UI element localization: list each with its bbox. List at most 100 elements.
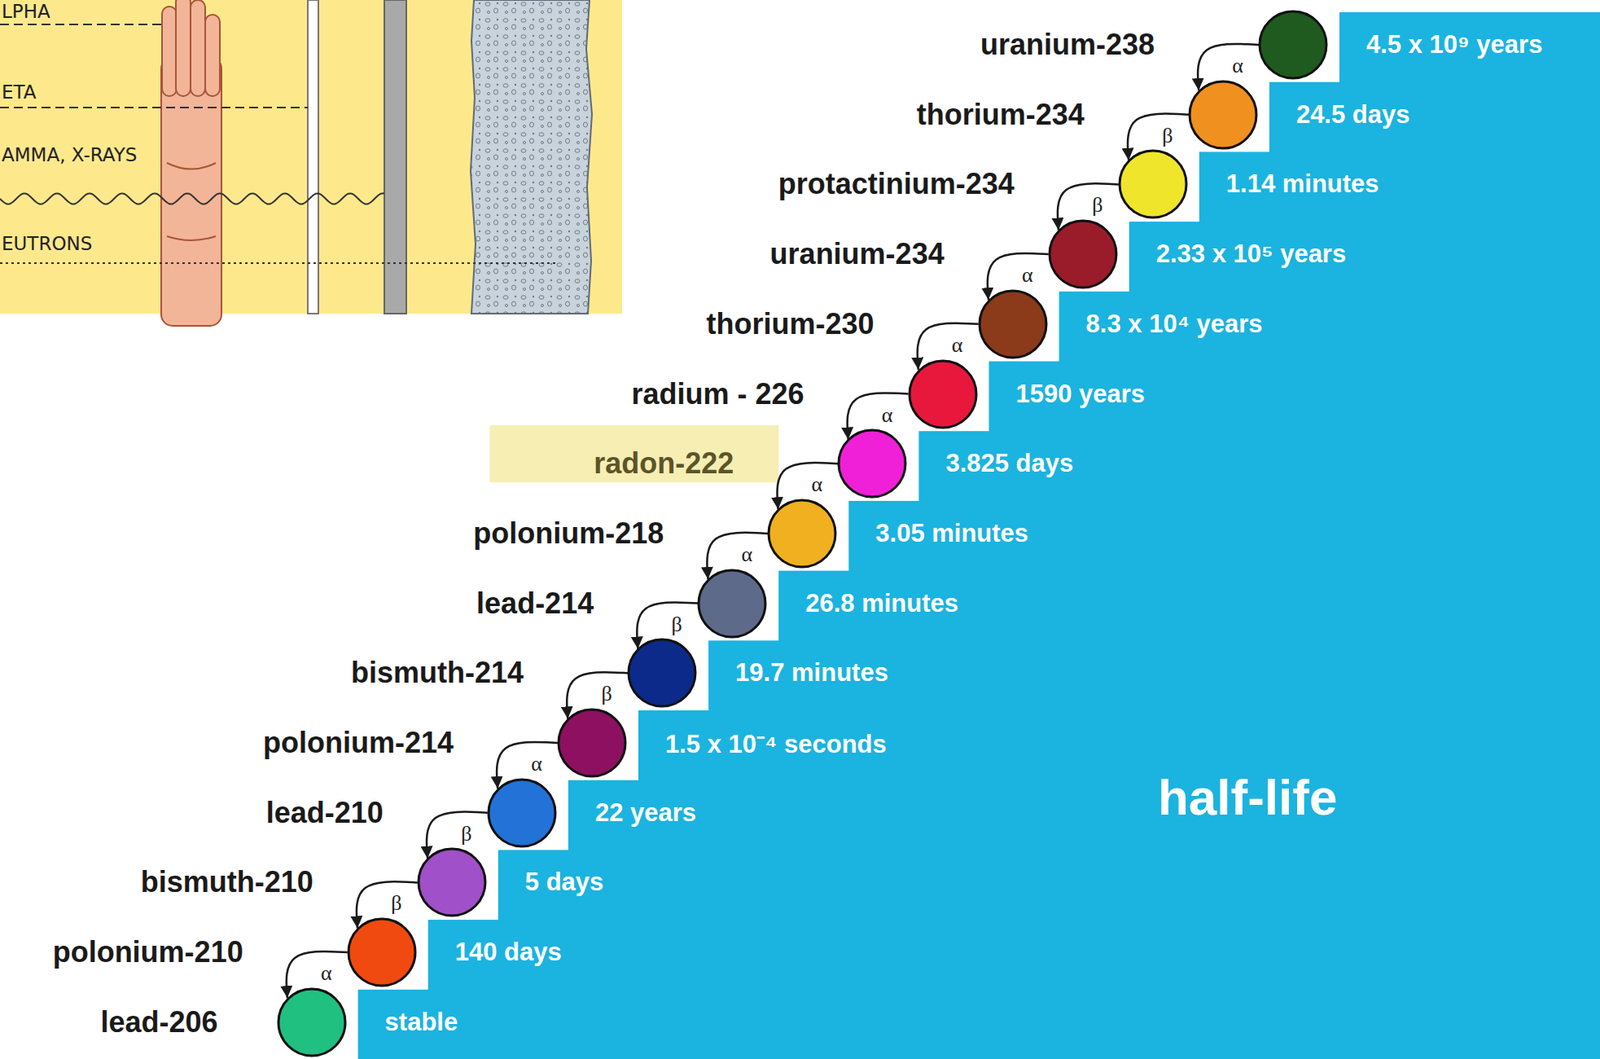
circle-shape bbox=[416, 846, 487, 917]
circle-shape bbox=[977, 289, 1048, 360]
circle-outline bbox=[909, 360, 977, 428]
circle-shape bbox=[837, 428, 908, 499]
nuclide-circle: protactinium-2341.14 minutes bbox=[1117, 149, 1188, 220]
half-life-value: 24.5 days bbox=[1296, 100, 1411, 130]
decay-type-label: β bbox=[460, 823, 472, 845]
nuclide-name: lead-206 bbox=[100, 1004, 219, 1039]
nuclide-circle: polonium-2183.05 minutes bbox=[767, 498, 838, 569]
circle-outline bbox=[558, 709, 626, 776]
circle-outline bbox=[838, 429, 906, 497]
circle-outline bbox=[348, 918, 416, 986]
nuclide-name: polonium-214 bbox=[263, 725, 454, 760]
nuclide-name: polonium-218 bbox=[473, 516, 664, 551]
circle-outline bbox=[979, 290, 1047, 358]
ray-label: EUTRONS bbox=[1, 233, 93, 255]
half-life-value: 26.8 minutes bbox=[805, 588, 959, 619]
decay-type-label: α bbox=[530, 753, 543, 775]
nuclide-circle: radium - 2261590 years bbox=[907, 359, 978, 430]
beta-ray bbox=[0, 106, 308, 109]
nuclide-name: lead-210 bbox=[266, 795, 384, 830]
alpha-ray bbox=[0, 23, 162, 26]
nuclide-circle: radon-2223.825 days bbox=[837, 428, 908, 499]
stair-step bbox=[358, 989, 1600, 1059]
circle-outline bbox=[1259, 11, 1327, 79]
decay-type-label: α bbox=[740, 543, 753, 566]
circle-shape bbox=[1047, 219, 1118, 290]
decay-type-label: β bbox=[600, 683, 612, 705]
nuclide-name: thorium-234 bbox=[916, 97, 1085, 132]
nuclide-circle: bismuth-21419.7 minutes bbox=[626, 637, 697, 708]
nuclide-name: radon-222 bbox=[593, 446, 734, 481]
half-life-value: 8.3 x 10⁴ years bbox=[1086, 309, 1263, 339]
decay-type-label: β bbox=[390, 892, 402, 914]
nuclide-name: bismuth-210 bbox=[140, 864, 314, 899]
half-life-value: stable bbox=[385, 1007, 459, 1037]
circle-outline bbox=[628, 639, 696, 706]
nuclide-name: radium - 226 bbox=[631, 376, 804, 412]
nuclide-circle: polonium-2141.5 x 10⁻⁴ seconds bbox=[556, 707, 627, 778]
ray-label: AMMA, X-RAYS bbox=[1, 144, 137, 166]
gamma-ray bbox=[0, 192, 385, 204]
nuclide-circle: uranium-2342.33 x 10⁵ years bbox=[1047, 219, 1118, 290]
circle-shape bbox=[346, 916, 417, 987]
half-life-value: 3.825 days bbox=[945, 448, 1074, 478]
circle-outline bbox=[1119, 150, 1187, 218]
half-life-value: 3.05 minutes bbox=[875, 518, 1029, 548]
decay-type-label: α bbox=[1021, 264, 1034, 286]
circle-outline bbox=[418, 848, 486, 916]
nuclide-name: polonium-210 bbox=[52, 934, 244, 969]
nuclide-name: lead-214 bbox=[476, 586, 594, 621]
decay-type-label: β bbox=[1091, 194, 1103, 216]
decay-type-label: α bbox=[811, 473, 824, 496]
inset-ground bbox=[0, 0, 623, 314]
circle-outline bbox=[698, 569, 766, 637]
half-life-value: 1590 years bbox=[1016, 379, 1146, 409]
circle-outline bbox=[488, 779, 556, 847]
decay-type-label: β bbox=[1161, 125, 1173, 147]
circle-shape bbox=[556, 707, 627, 778]
circle-shape bbox=[696, 568, 768, 639]
half-life-value: 5 days bbox=[525, 867, 605, 897]
nuclide-name: bismuth-214 bbox=[350, 655, 524, 690]
nuclide-circle: thorium-23424.5 days bbox=[1187, 79, 1259, 150]
half-life-value: 1.14 minutes bbox=[1226, 169, 1380, 199]
highlight-box bbox=[489, 425, 779, 483]
circle-shape bbox=[907, 359, 978, 430]
half-life-value: 2.33 x 10⁵ years bbox=[1156, 239, 1346, 269]
nuclide-circle: polonium-210140 days bbox=[346, 916, 417, 987]
circle-shape bbox=[486, 777, 557, 848]
hand-figure bbox=[161, 0, 222, 326]
circle-outline bbox=[1189, 81, 1257, 149]
nuclide-circle: lead-21022 years bbox=[486, 777, 557, 848]
circle-outline bbox=[768, 499, 836, 567]
metal-plate bbox=[384, 0, 407, 314]
circle-shape bbox=[1258, 9, 1329, 80]
circle-outline bbox=[1049, 220, 1117, 288]
nuclide-name: thorium-230 bbox=[706, 306, 875, 342]
highlight-box bbox=[489, 425, 779, 483]
circle-shape bbox=[626, 637, 697, 708]
concrete-block bbox=[470, 0, 592, 314]
ray-label: ETA bbox=[1, 82, 37, 103]
circle-outline bbox=[278, 988, 346, 1056]
decay-type-label: α bbox=[881, 404, 894, 426]
decay-type-label: α bbox=[951, 334, 964, 356]
axis-caption: half-life bbox=[1157, 769, 1337, 825]
circle-shape bbox=[767, 498, 838, 569]
circle-shape bbox=[1187, 79, 1259, 150]
nuclide-circle: lead-206stable bbox=[276, 986, 347, 1057]
circle-shape bbox=[1117, 149, 1188, 220]
half-life-value: 22 years bbox=[595, 797, 697, 828]
nuclide-circle: thorium-2308.3 x 10⁴ years bbox=[977, 289, 1048, 360]
nuclide-circle: lead-21426.8 minutes bbox=[696, 568, 768, 639]
half-life-value: 140 days bbox=[455, 937, 562, 967]
decay-type-label: α bbox=[1231, 55, 1244, 77]
penetration-illustration bbox=[0, 0, 623, 326]
ray-label: LPHA bbox=[1, 1, 51, 22]
nuclide-name: protactinium-234 bbox=[778, 166, 1015, 202]
decay-type-label: α bbox=[320, 962, 333, 984]
nuclide-circle: bismuth-2105 days bbox=[416, 846, 487, 917]
nuclide-circle: uranium-2384.5 x 10⁹ years bbox=[1258, 9, 1329, 80]
